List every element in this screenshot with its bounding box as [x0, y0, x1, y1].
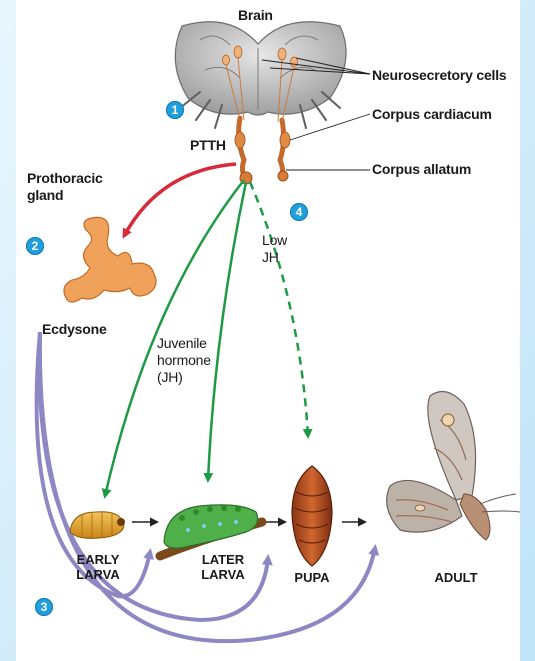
prothoracic-gland-illustration — [64, 217, 156, 302]
brain-label: Brain — [238, 7, 273, 24]
low-jh-line1: Low — [262, 232, 287, 249]
corpus-cardiacum-label: Corpus cardiacum — [372, 106, 492, 123]
early-larva-line2: LARVA — [68, 567, 128, 582]
prothoracic-gland-label: Prothoracic gland — [27, 170, 103, 204]
prothoracic-gland-line1: Prothoracic — [27, 170, 103, 187]
pupa-label: PUPA — [286, 570, 338, 585]
adult-moth-illustration — [387, 392, 520, 541]
step-3-badge: 3 — [35, 598, 53, 616]
low-jh-line2: JH — [262, 249, 287, 266]
early-larva-illustration — [70, 512, 125, 539]
adult-label: ADULT — [424, 570, 488, 585]
brain-illustration — [175, 22, 346, 184]
neurosecretory-cells-label: Neurosecretory cells — [372, 67, 507, 84]
juvenile-hormone-line3: (JH) — [157, 369, 211, 386]
ptth-arrow — [124, 164, 236, 236]
later-larva-illustration — [160, 505, 262, 556]
later-larva-line2: LARVA — [192, 567, 254, 582]
juvenile-hormone-line2: hormone — [157, 352, 211, 369]
early-larva-label: EARLY LARVA — [68, 552, 128, 582]
step-4-badge: 4 — [290, 203, 308, 221]
corpus-allatum-label: Corpus allatum — [372, 161, 471, 178]
juvenile-hormone-line1: Juvenile — [157, 335, 211, 352]
ecdysone-label: Ecdysone — [42, 321, 107, 338]
prothoracic-gland-line2: gland — [27, 187, 103, 204]
ptth-label: PTTH — [190, 137, 226, 154]
step-1-badge: 1 — [166, 101, 184, 119]
later-larva-label: LATER LARVA — [192, 552, 254, 582]
later-larva-line1: LATER — [192, 552, 254, 567]
step-2-badge: 2 — [26, 237, 44, 255]
low-jh-label: Low JH — [262, 232, 287, 266]
early-larva-line1: EARLY — [68, 552, 128, 567]
pupa-illustration — [292, 466, 332, 566]
juvenile-hormone-label: Juvenile hormone (JH) — [157, 335, 211, 386]
